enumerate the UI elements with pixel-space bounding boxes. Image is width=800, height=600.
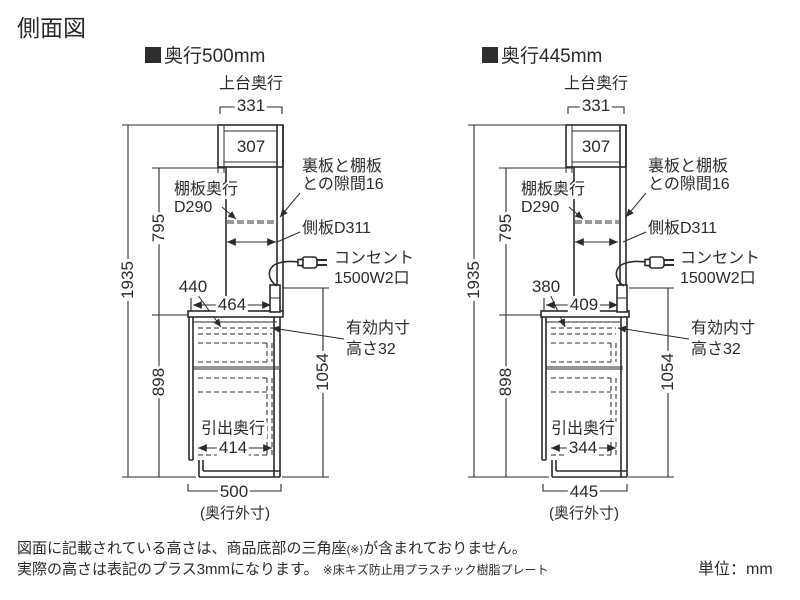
dim-464: 464 <box>215 295 249 315</box>
back-gap-label-2: との隙間16 <box>648 176 730 193</box>
plug-cord <box>615 260 650 287</box>
outlet-label-1: コンセント <box>334 250 415 267</box>
back-gap-label-1: 裏板と棚板 <box>302 158 383 175</box>
page-title: 側面図 <box>17 15 86 41</box>
outlet-label-1: コンセント <box>680 250 761 267</box>
effective-label-1: 有効内寸 <box>346 320 411 337</box>
effective-label-2: 高さ32 <box>691 341 741 358</box>
black-square-icon <box>145 46 161 63</box>
drawer-divider <box>193 366 279 370</box>
upper-back-panel <box>276 125 284 313</box>
effective-leader <box>617 325 690 340</box>
dim-1935: 1935 <box>118 259 138 301</box>
plug-icon <box>297 256 327 269</box>
shelf-depth-label: 棚板奥行 <box>519 181 588 199</box>
outlet-label-2: 1500W2口 <box>334 270 410 287</box>
drawer-depth-label: 引出奥行 <box>198 420 268 439</box>
shelf-depth-label: 棚板奥行 <box>172 181 241 199</box>
top-depth-label: 上台奥行 <box>218 75 284 93</box>
upper-top-box-panels <box>217 125 277 173</box>
footnote-line1-ref: (※) <box>346 544 364 556</box>
shelf-leader <box>568 206 584 220</box>
dim-440: 440 <box>176 277 210 297</box>
diagram-445-header: 奥行445mm <box>482 41 602 68</box>
footnote-line-2: 実際の高さは表記のプラス3mmになります。 ※床キズ防止用プラスチック樹脂プレー… <box>17 560 549 580</box>
dim-1054-leaders <box>282 287 329 478</box>
lower-front-panel <box>541 317 547 461</box>
shelf-leader <box>221 206 237 220</box>
dim-380: 380 <box>529 277 563 297</box>
diagram-500-header: 奥行500mm <box>145 41 265 68</box>
base-plinth <box>198 460 280 478</box>
dim-307: 307 <box>234 137 268 157</box>
lower-back-panel <box>620 317 628 477</box>
lower-front-panel <box>188 317 194 461</box>
side-panel-leader <box>622 231 647 243</box>
drawer-divider <box>546 366 623 370</box>
outer-depth-note: (奥行外寸) <box>549 505 619 523</box>
cabinet-445-drawing <box>468 106 690 492</box>
drawer1-dashes <box>551 342 617 363</box>
plug-icon <box>644 256 674 269</box>
diagram-445-header-label: 奥行445mm <box>501 46 603 67</box>
plug-cord <box>268 260 303 287</box>
top-slot-dashes <box>198 327 272 335</box>
footnote: 図面に記載されている高さは、商品底部の三角座(※)が含まれておりません。 実際の… <box>17 539 549 580</box>
gap-leader <box>625 192 647 218</box>
footnote-line1-main: 図面に記載されている高さは、商品底部の三角座 <box>17 540 347 557</box>
effective-leader <box>271 325 345 340</box>
dim-1054: 1054 <box>313 351 333 393</box>
footnote-line-1: 図面に記載されている高さは、商品底部の三角座(※)が含まれておりません。 <box>17 539 549 560</box>
footnote-line2-note: ※床キズ防止用プラスチック樹脂プレート <box>322 563 549 577</box>
dim-307: 307 <box>579 137 613 157</box>
dim-409: 409 <box>567 295 601 315</box>
drawer2-dashes <box>198 377 273 456</box>
back-gap-label-1: 裏板と棚板 <box>648 158 729 175</box>
lower-back-panel <box>273 317 281 477</box>
shelf-depth-value: D290 <box>519 199 562 217</box>
dim-414: 414 <box>216 438 250 458</box>
dim-898: 898 <box>496 365 516 399</box>
dim-1935: 1935 <box>464 259 484 301</box>
dim-795: 795 <box>496 211 516 245</box>
dim-795-898-leaders <box>499 167 573 316</box>
drawer1-dashes <box>198 342 273 363</box>
dim-1935-leaders <box>468 124 565 478</box>
shelf-depth-value: D290 <box>172 199 215 217</box>
footnote-line1-tail: が含まれておりません。 <box>363 540 527 557</box>
top-slot-dashes <box>551 327 616 335</box>
dim-1054: 1054 <box>658 351 678 393</box>
dim-500: 500 <box>217 482 251 502</box>
dim-795-898-leaders <box>152 167 225 316</box>
dim-331: 331 <box>579 96 613 116</box>
side-panel-label: 側板D311 <box>648 220 718 237</box>
outlet-label-2: 1500W2口 <box>680 270 756 287</box>
base-plinth <box>551 460 627 478</box>
effective-label-1: 有効内寸 <box>691 320 756 337</box>
drawer-depth-label: 引出奥行 <box>548 420 618 439</box>
black-square-icon <box>482 46 498 63</box>
outer-depth-note: (奥行外寸) <box>200 505 270 523</box>
dim-898: 898 <box>149 365 169 399</box>
upper-top-box-panels <box>565 125 620 173</box>
footnote-line2-main: 実際の高さは表記のプラス3mmになります。 <box>17 561 319 578</box>
back-gap-label-2: との隙間16 <box>302 176 384 193</box>
dim-331: 331 <box>234 96 268 116</box>
side-panel-label: 側板D311 <box>302 220 372 237</box>
dim-344: 344 <box>566 438 600 458</box>
top-depth-label: 上台奥行 <box>563 75 629 93</box>
diagram-500-header-label: 奥行500mm <box>164 46 266 67</box>
effective-label-2: 高さ32 <box>346 341 396 358</box>
dim-445: 445 <box>567 482 601 502</box>
unit-label: 単位：mm <box>698 561 773 578</box>
dim-1054-leaders <box>628 287 674 478</box>
side-panel-leader <box>276 231 301 243</box>
dim-795: 795 <box>149 211 169 245</box>
